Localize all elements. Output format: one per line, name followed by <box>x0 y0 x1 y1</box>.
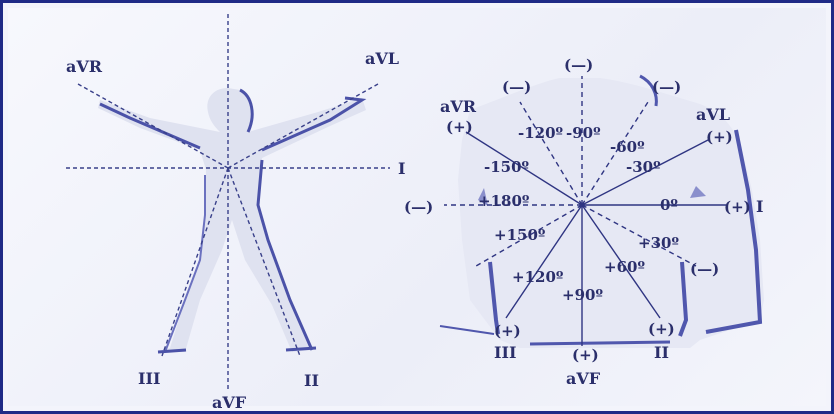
spoke-ii-positive <box>581 204 661 319</box>
left-avl-label: aVL <box>365 49 399 68</box>
angle-plus-30: +30º <box>638 234 679 252</box>
angle-plus-120: +120º <box>512 268 564 286</box>
spoke-avr-negative <box>581 204 697 267</box>
sign-right-minus: (—) <box>690 260 719 278</box>
right-avf-label: aVF <box>566 369 601 388</box>
angle-plus-150: +150º <box>494 226 546 244</box>
sign-avl-plus: (+) <box>706 128 733 146</box>
spoke-avl-positive <box>581 139 709 206</box>
lead-iii-axis <box>161 167 229 357</box>
left-body-figure: aVR aVL I III II aVF <box>66 14 405 412</box>
sign-avr-plus: (+) <box>446 118 473 136</box>
spoke-avl-negative <box>475 204 583 267</box>
angle-zero: 0º <box>660 196 678 214</box>
hexaxial-center <box>579 202 585 208</box>
angle-minus-150: -150º <box>484 158 530 176</box>
right-torso-figure: (—) (—) (—) (+) (+) (—) (+) (—) (+) (+) … <box>404 56 764 388</box>
angle-plus-180: +180º <box>478 192 530 210</box>
sign-iii-plus: (+) <box>494 322 521 340</box>
spoke-iii-positive <box>505 204 583 319</box>
angle-minus-30: -30º <box>626 158 661 176</box>
angle-minus-90: -90º <box>566 124 601 142</box>
angle-minus-60: -60º <box>610 138 645 156</box>
lead-avr-axis <box>77 83 229 169</box>
angle-minus-120: -120º <box>518 124 564 142</box>
left-avf-label: aVF <box>212 393 247 412</box>
right-iii-label: III <box>494 343 516 362</box>
angle-plus-90: +90º <box>562 286 603 304</box>
spoke-ii-negative <box>519 101 583 206</box>
right-avr-label: aVR <box>440 97 477 116</box>
sign-upper-left-minus: (—) <box>502 78 531 96</box>
lead-avl-axis <box>227 83 379 169</box>
sign-left-minus: (—) <box>404 198 433 216</box>
torso-silhouette <box>458 78 764 348</box>
left-ii-label: II <box>304 371 319 390</box>
left-avr-label: aVR <box>66 57 103 76</box>
spoke-avr-positive <box>465 131 583 206</box>
left-iii-label: III <box>138 369 160 388</box>
left-i-label: I <box>398 159 405 178</box>
right-ii-label: II <box>654 343 669 362</box>
sign-top-minus: (—) <box>564 56 593 74</box>
sign-ii-plus: (+) <box>648 320 675 338</box>
right-i-label: I <box>756 197 763 216</box>
sign-avf-plus: (+) <box>572 346 599 364</box>
body-silhouette-left <box>98 88 366 352</box>
right-avl-label: aVL <box>696 105 730 124</box>
sign-upper-right-minus: (—) <box>652 78 681 96</box>
lead-ii-axis <box>227 167 301 357</box>
sign-i-plus: (+) <box>724 198 751 216</box>
angle-plus-60: +60º <box>604 258 645 276</box>
spoke-iii-negative <box>581 101 649 206</box>
